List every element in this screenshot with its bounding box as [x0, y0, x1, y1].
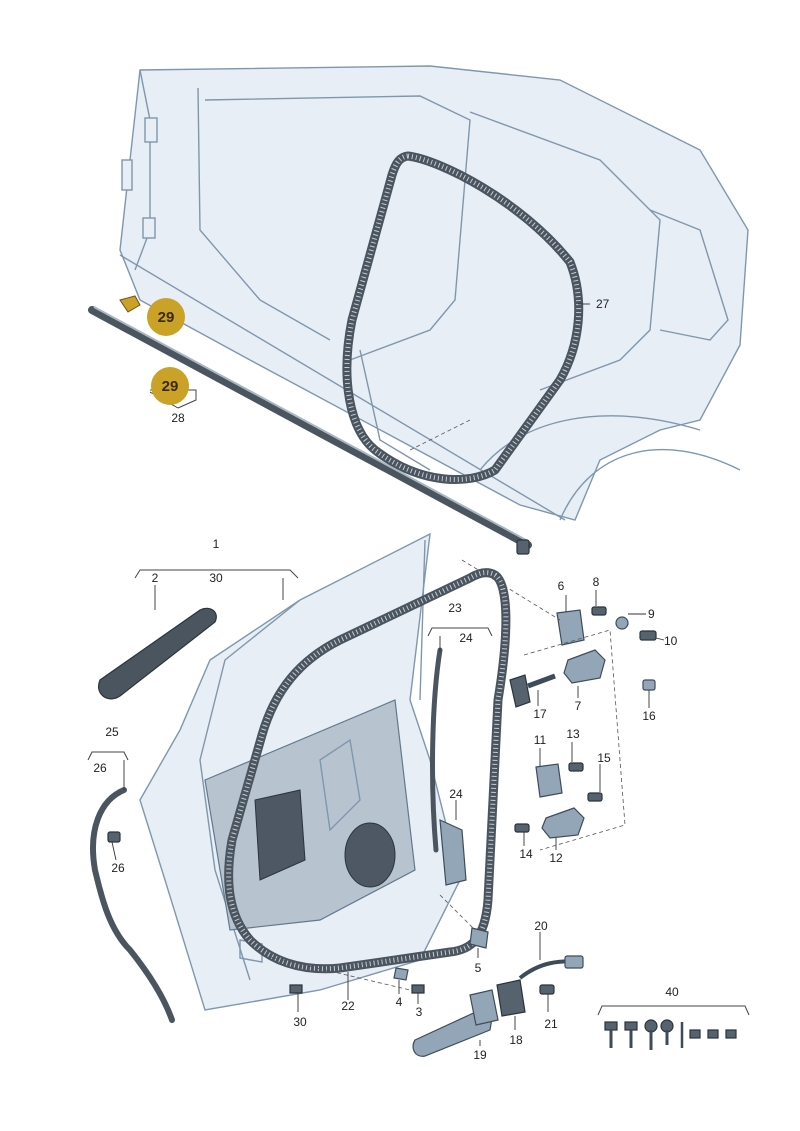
callout-15: 15	[597, 751, 611, 765]
callout-18: 18	[509, 1033, 523, 1047]
callout-9: 9	[648, 607, 655, 621]
callout-7: 7	[575, 699, 582, 713]
door-seal	[224, 568, 511, 974]
callout-8: 8	[593, 575, 600, 589]
callout-16: 16	[642, 709, 656, 723]
callout-labels: 27 28 1 2 30 23 24 25 26 26 24 6 8 9 10 …	[93, 297, 679, 1062]
callout-28: 28	[171, 411, 185, 425]
callout-40: 40	[665, 985, 679, 999]
lower-hinge	[514, 762, 603, 839]
callout-27: 27	[596, 297, 610, 311]
badge-label: 29	[162, 378, 179, 395]
callout-22: 22	[341, 999, 355, 1013]
callout-30: 30	[293, 1015, 307, 1029]
callout-badge-29-upper: 29	[147, 298, 185, 336]
callout-12: 12	[549, 851, 563, 865]
callout-11: 11	[534, 733, 547, 747]
callout-24: 24	[459, 631, 473, 645]
window-channel-strips	[430, 647, 467, 886]
vehicle-body-side	[119, 65, 749, 521]
callout-26: 26	[93, 761, 107, 775]
upper-hinge	[509, 606, 657, 708]
door-opening-seal	[342, 151, 584, 484]
callout-5: 5	[475, 961, 482, 975]
callout-30: 30	[209, 571, 223, 585]
callout-21: 21	[544, 1017, 558, 1031]
door-fasteners	[289, 927, 489, 994]
callout-26: 26	[111, 861, 125, 875]
badge-label: 29	[158, 309, 175, 326]
screw-set	[604, 1019, 737, 1050]
callout-6: 6	[558, 579, 565, 593]
trim-clip	[119, 295, 141, 313]
sill-trim-strip	[88, 306, 532, 555]
door-shell	[139, 532, 461, 1011]
callout-23: 23	[448, 601, 462, 615]
callout-badge-29-lower: 29	[151, 367, 189, 405]
callout-1: 1	[213, 537, 220, 551]
callout-13: 13	[566, 727, 580, 741]
callout-10: 10	[664, 634, 678, 648]
callout-14: 14	[519, 847, 533, 861]
leader-lines	[87, 303, 750, 1046]
callout-17: 17	[533, 707, 547, 721]
trim-pad	[98, 607, 217, 700]
callout-2: 2	[152, 571, 159, 585]
edge-seal	[90, 787, 175, 1023]
callout-25: 25	[105, 725, 119, 739]
callout-4: 4	[396, 995, 403, 1009]
door-handle-parts	[412, 955, 584, 1057]
callout-20: 20	[534, 919, 548, 933]
callout-19: 19	[473, 1048, 487, 1062]
callout-3: 3	[416, 1005, 423, 1019]
callout-24: 24	[449, 787, 463, 801]
